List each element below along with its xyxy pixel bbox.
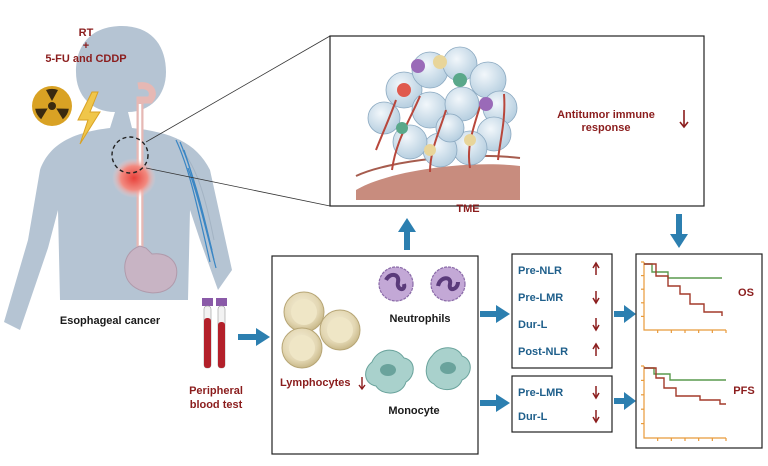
os-curve-red xyxy=(644,263,723,316)
immune-cell-yellow-2 xyxy=(464,134,476,146)
os-label: OS xyxy=(738,287,754,299)
arrow-down-icon xyxy=(679,110,689,129)
os-km-plot xyxy=(641,261,727,333)
os-marker-0: Pre-NLR xyxy=(518,265,562,277)
arrow-down-icon xyxy=(592,386,600,400)
pfs-marker-0: Pre-LMR xyxy=(518,387,563,399)
tumor-icon xyxy=(112,158,156,198)
immune-cell-purple xyxy=(411,59,425,73)
zoom-line-bottom xyxy=(145,167,331,207)
immune-cell-yellow xyxy=(433,55,447,69)
neutrophils-label: Neutrophils xyxy=(389,313,450,325)
monocyte-icon xyxy=(365,347,471,394)
arrow-down-icon xyxy=(592,410,600,424)
os-marker-1: Pre-LMR xyxy=(518,292,563,304)
vein-icon xyxy=(175,139,217,269)
lymphocytes-label: Lymphocytes xyxy=(280,377,351,389)
arrow-down-icon xyxy=(358,377,366,391)
lymphocyte-icon xyxy=(281,291,361,369)
immune-cell-red xyxy=(397,83,411,97)
arrow-up-icon xyxy=(592,342,600,356)
pfs-km-plot xyxy=(641,365,727,441)
immune-cell-green xyxy=(453,73,467,87)
monocyte-label: Monocyte xyxy=(388,405,439,417)
zoom-line-top xyxy=(145,35,331,143)
peripheral-label-2: blood test xyxy=(190,399,243,411)
treatment-chemo: 5-FU and CDDP xyxy=(45,53,126,65)
pfs-marker-1: Dur-L xyxy=(518,411,548,423)
focus-circle xyxy=(111,136,149,174)
lightning-icon xyxy=(77,91,101,145)
treatment-rt: RT xyxy=(79,27,94,39)
blood-tube-icon xyxy=(202,298,227,369)
arrow-down-icon xyxy=(592,291,600,305)
immune-cell-yellow-3 xyxy=(424,144,436,156)
tme-label: TME xyxy=(456,203,479,215)
antitumor-label-2: response xyxy=(582,122,631,134)
neutrophil-icon xyxy=(378,266,466,302)
survival-curves-box xyxy=(635,253,763,449)
human-figure xyxy=(4,26,232,330)
os-marker-2: Dur-L xyxy=(518,319,548,331)
os-marker-3: Post-NLR xyxy=(518,346,568,358)
treatment-plus: + xyxy=(83,40,89,52)
pfs-label: PFS xyxy=(733,385,754,397)
esophageal-cancer-label: Esophageal cancer xyxy=(60,315,161,327)
antitumor-label-1: Antitumor immune xyxy=(557,109,655,121)
pfs-marker-list: Pre-LMR Dur-L xyxy=(518,386,600,424)
arrow-up-icon xyxy=(592,261,600,275)
tme-box xyxy=(329,35,705,207)
arrow-down-icon xyxy=(592,318,600,332)
immune-cell-green-2 xyxy=(396,122,408,134)
peripheral-label-1: Peripheral xyxy=(189,385,243,397)
os-marker-list: Pre-NLR Pre-LMR Dur-L Post-NLR xyxy=(518,261,600,358)
radiation-icon xyxy=(32,86,72,126)
flow-arrows xyxy=(238,214,688,412)
pfs-marker-box xyxy=(511,375,613,433)
immune-cell-purple-2 xyxy=(479,97,493,111)
pfs-curve-red xyxy=(644,367,726,405)
